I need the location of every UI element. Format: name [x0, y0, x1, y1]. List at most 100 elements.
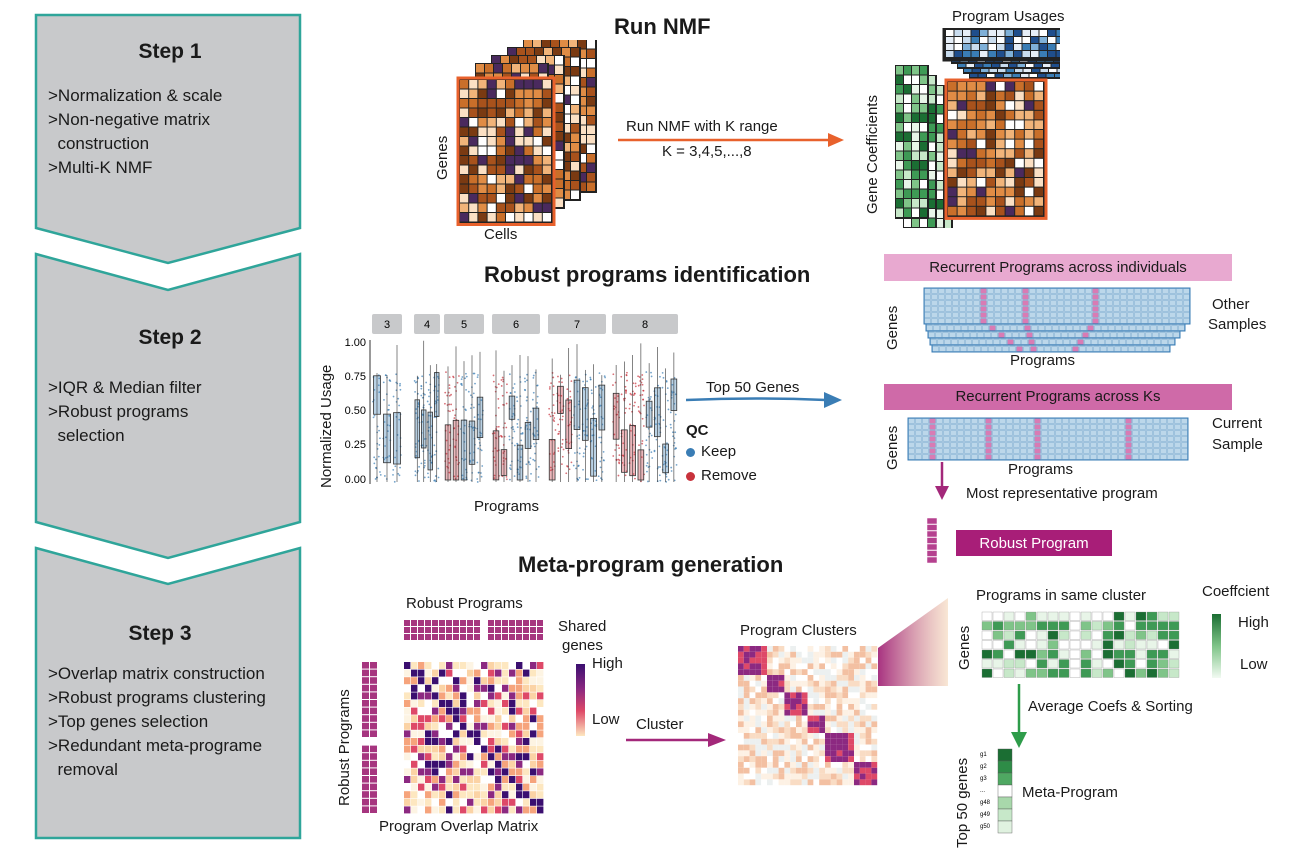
programs-label-cs: Programs — [1008, 461, 1074, 478]
usage-boxplot: 3 4 5 6 7 8 1.00 0.75 0.50 0.25 0.00 — [345, 314, 678, 486]
other-samples-matrices — [923, 287, 1191, 353]
step2-title: Step 2 — [138, 326, 202, 349]
average-arrow — [1011, 684, 1027, 748]
programs-x-label: Programs — [474, 498, 540, 515]
genes-label: Genes — [434, 135, 451, 180]
robust-program-column — [926, 517, 938, 564]
top50-genes-label: Top 50 genes — [954, 757, 971, 848]
step2-items: >IQR & Median filter >Robust programs se… — [48, 376, 298, 448]
most-rep-arrow — [935, 462, 949, 500]
cells-label: Cells — [484, 226, 518, 243]
avg-sort-label: Average Coefs & Sorting — [1028, 698, 1193, 715]
input-matrix-stack — [456, 40, 597, 226]
overlap-matrix-label: Program Overlap Matrix — [379, 818, 539, 835]
program-usages-label: Program Usages — [952, 8, 1065, 25]
step2-item: >Robust programs — [48, 402, 189, 421]
current-label: Current — [1212, 415, 1263, 432]
steps-background — [34, 13, 302, 840]
facet-label: 5 — [461, 319, 467, 331]
step3-item: >Overlap matrix construction — [48, 664, 265, 683]
remove-dot-icon — [686, 472, 695, 481]
step1-item: >Non-negative matrix — [48, 110, 211, 129]
robust-programs-left-label: Robust Programs — [336, 689, 353, 806]
run-nmf-title: Run NMF — [614, 14, 711, 39]
facet-strip — [414, 314, 440, 334]
facet-label: 4 — [424, 319, 430, 331]
samples-label: Samples — [1208, 316, 1267, 333]
most-representative-label: Most representative program — [966, 485, 1158, 502]
program-clusters-heatmap — [738, 598, 948, 786]
facet-label: 8 — [642, 319, 648, 331]
step3-item: removal — [48, 760, 118, 779]
facet-label: 3 — [384, 319, 390, 331]
y-tick-label: 0.75 — [345, 371, 366, 383]
facet-label: 7 — [574, 319, 580, 331]
genes-label-cluster: Genes — [956, 625, 973, 670]
gene-coefficients-label: Gene Coefficients — [864, 95, 881, 214]
robust-programs-top-label: Robust Programs — [406, 595, 523, 612]
y-tick-label: 0.50 — [345, 405, 366, 417]
gene-tick-label: g3 — [980, 776, 987, 782]
shared-high-label: High — [592, 655, 623, 672]
meta-program-label: Meta-Program — [1022, 784, 1118, 801]
y-tick-label: 0.25 — [345, 439, 366, 451]
overlap-matrix — [362, 620, 585, 814]
gene-tick-label: g2 — [980, 764, 987, 770]
step2-item: selection — [48, 426, 125, 445]
nmf-output-matrices — [895, 28, 1060, 228]
keep-dot-icon — [686, 448, 695, 457]
same-cluster-label: Programs in same cluster — [976, 587, 1147, 604]
top50-arrow — [686, 392, 842, 408]
facet-strip — [372, 314, 402, 334]
coefficient-colorbar — [1212, 614, 1221, 678]
gene-tick-label: ... — [980, 788, 985, 794]
genes-label-os: Genes — [884, 305, 901, 350]
step2-item: >IQR & Median filter — [48, 378, 202, 397]
robust-program-label: Robust Program — [979, 535, 1089, 552]
other-label: Other — [1212, 296, 1250, 313]
facet-label: 6 — [513, 319, 519, 331]
step3-item: >Robust programs clustering — [48, 688, 266, 707]
recurrent-ks-label: Recurrent Programs across Ks — [955, 388, 1161, 405]
gene-tick-label: g50 — [980, 824, 991, 830]
sample-label: Sample — [1212, 436, 1263, 453]
programs-label-os: Programs — [1010, 352, 1076, 369]
step1-item: >Normalization & scale — [48, 86, 223, 105]
coef-high-label: High — [1238, 614, 1269, 631]
step1-item: >Multi-K NMF — [48, 158, 153, 177]
step3-chevron — [34, 546, 302, 840]
keep-label: Keep — [701, 443, 737, 460]
robust-title: Robust programs identification — [484, 262, 811, 287]
step1-title: Step 1 — [138, 40, 202, 63]
genes-label-cs: Genes — [884, 425, 901, 470]
gene-tick-label: g1 — [980, 752, 987, 758]
zoom-fan — [878, 598, 948, 686]
cluster-arrow — [626, 733, 726, 747]
shared-genes-colorbar — [576, 664, 585, 736]
coef-low-label: Low — [1240, 656, 1268, 673]
top50-label: Top 50 Genes — [706, 379, 800, 396]
qc-title: QC — [686, 422, 709, 439]
genes-shared-label: genes — [562, 637, 603, 654]
step1-chevron — [34, 13, 302, 265]
run-nmf-arrow-label: Run NMF with K range — [626, 118, 778, 135]
meta-title: Meta-program generation — [518, 552, 784, 577]
facet-strip — [612, 314, 678, 334]
gene-tick-label: g48 — [980, 800, 991, 806]
robust-program-band — [956, 530, 1112, 556]
step3-items: >Overlap matrix construction >Robust pro… — [48, 662, 298, 782]
normalized-usage-label: Normalized Usage — [318, 364, 335, 488]
program-clusters-label: Program Clusters — [740, 622, 857, 639]
remove-label: Remove — [701, 467, 757, 484]
y-tick-label: 0.00 — [345, 474, 366, 486]
y-tick-label: 1.00 — [345, 337, 366, 349]
shared-low-label: Low — [592, 711, 620, 728]
step3-title: Step 3 — [128, 622, 192, 645]
recurrent-ks-band — [884, 384, 1232, 410]
shared-label: Shared — [558, 618, 607, 635]
step2-chevron — [34, 252, 302, 560]
coefficient-label: Coeffcient — [1202, 583, 1270, 600]
gene-tick-label: g49 — [980, 812, 991, 818]
step3-item: >Top genes selection — [48, 712, 209, 731]
step1-item: construction — [48, 134, 150, 153]
